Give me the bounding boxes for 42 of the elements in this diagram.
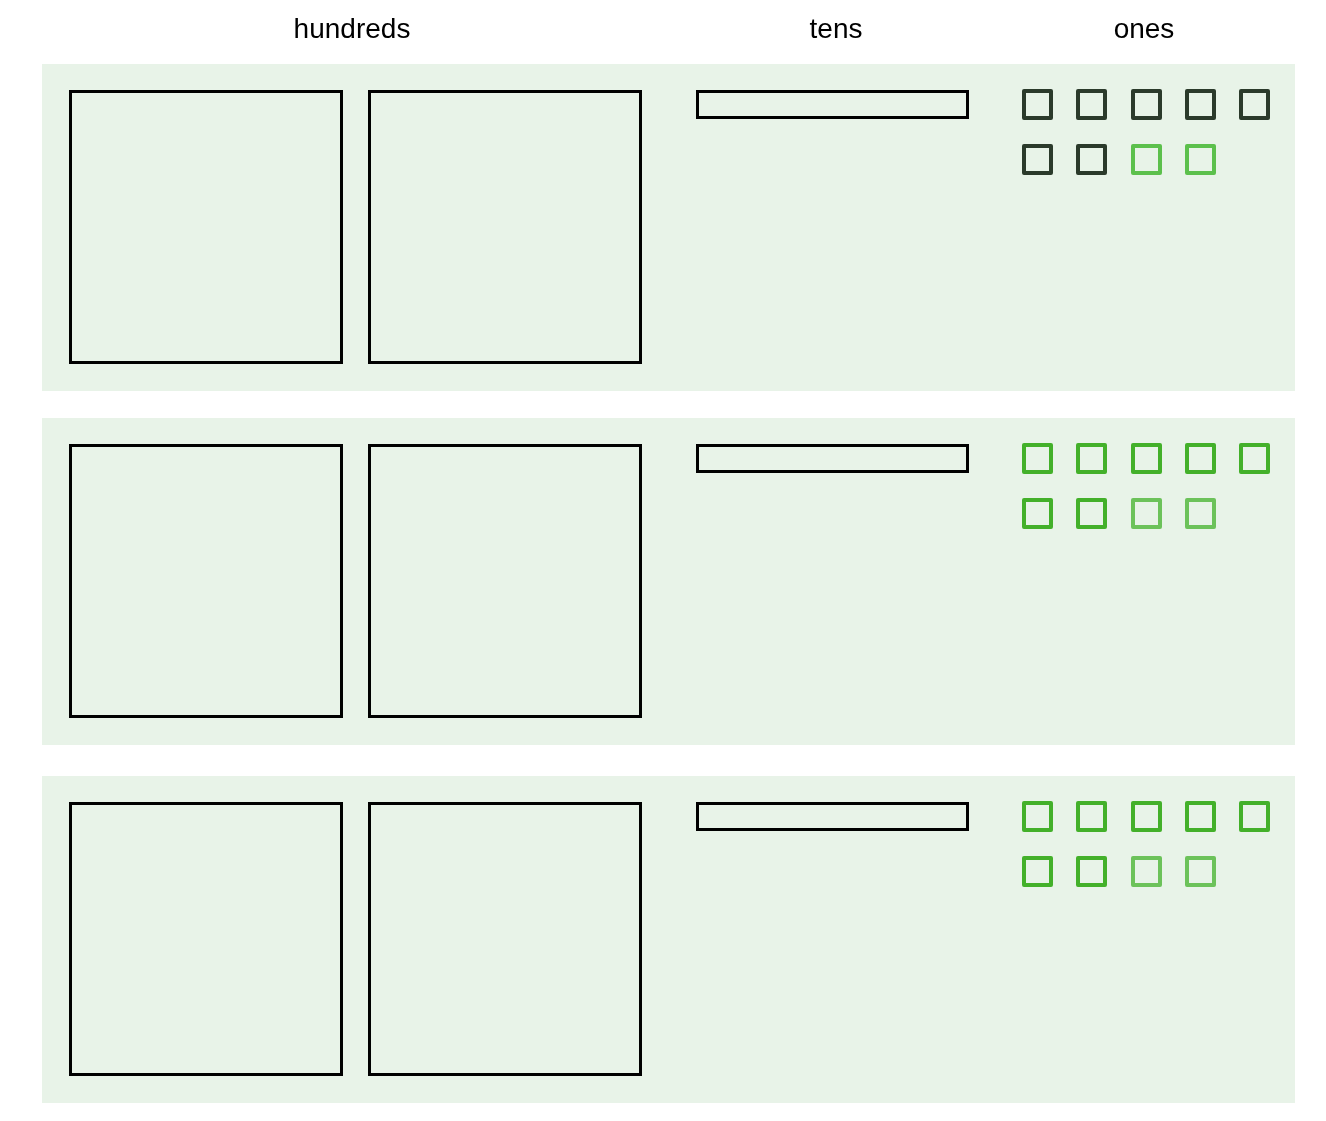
unit-cube [1131,801,1162,832]
unit-cube [1131,144,1162,175]
hundred-flat [69,90,343,364]
unit-cube [1131,443,1162,474]
unit-cube [1185,801,1216,832]
unit-cube [1022,144,1053,175]
column-heading: tens [809,12,863,46]
unit-cube [1022,856,1053,887]
unit-cube [1022,89,1053,120]
unit-cube [1022,801,1053,832]
unit-cube [1185,144,1216,175]
place-value-row [42,418,1295,745]
unit-cube [1076,498,1107,529]
unit-cube [1076,443,1107,474]
column-heading: ones [1113,12,1175,46]
unit-cube [1239,443,1270,474]
place-value-row [42,776,1295,1103]
unit-cube [1131,856,1162,887]
unit-cube [1185,89,1216,120]
unit-cube [1076,89,1107,120]
hundred-flat [368,802,642,1076]
column-heading: hundreds [293,12,411,46]
unit-cube [1076,144,1107,175]
ten-rod [696,444,969,473]
unit-cube [1076,856,1107,887]
unit-cube [1185,443,1216,474]
unit-cube [1076,801,1107,832]
hundred-flat [69,444,343,718]
ten-rod [696,802,969,831]
place-value-row [42,64,1295,391]
unit-cube [1022,498,1053,529]
unit-cube [1022,443,1053,474]
hundred-flat [368,90,642,364]
hundred-flat [69,802,343,1076]
unit-cube [1131,89,1162,120]
unit-cube [1185,498,1216,529]
ten-rod [696,90,969,119]
unit-cube [1239,801,1270,832]
hundred-flat [368,444,642,718]
unit-cube [1239,89,1270,120]
unit-cube [1131,498,1162,529]
unit-cube [1185,856,1216,887]
